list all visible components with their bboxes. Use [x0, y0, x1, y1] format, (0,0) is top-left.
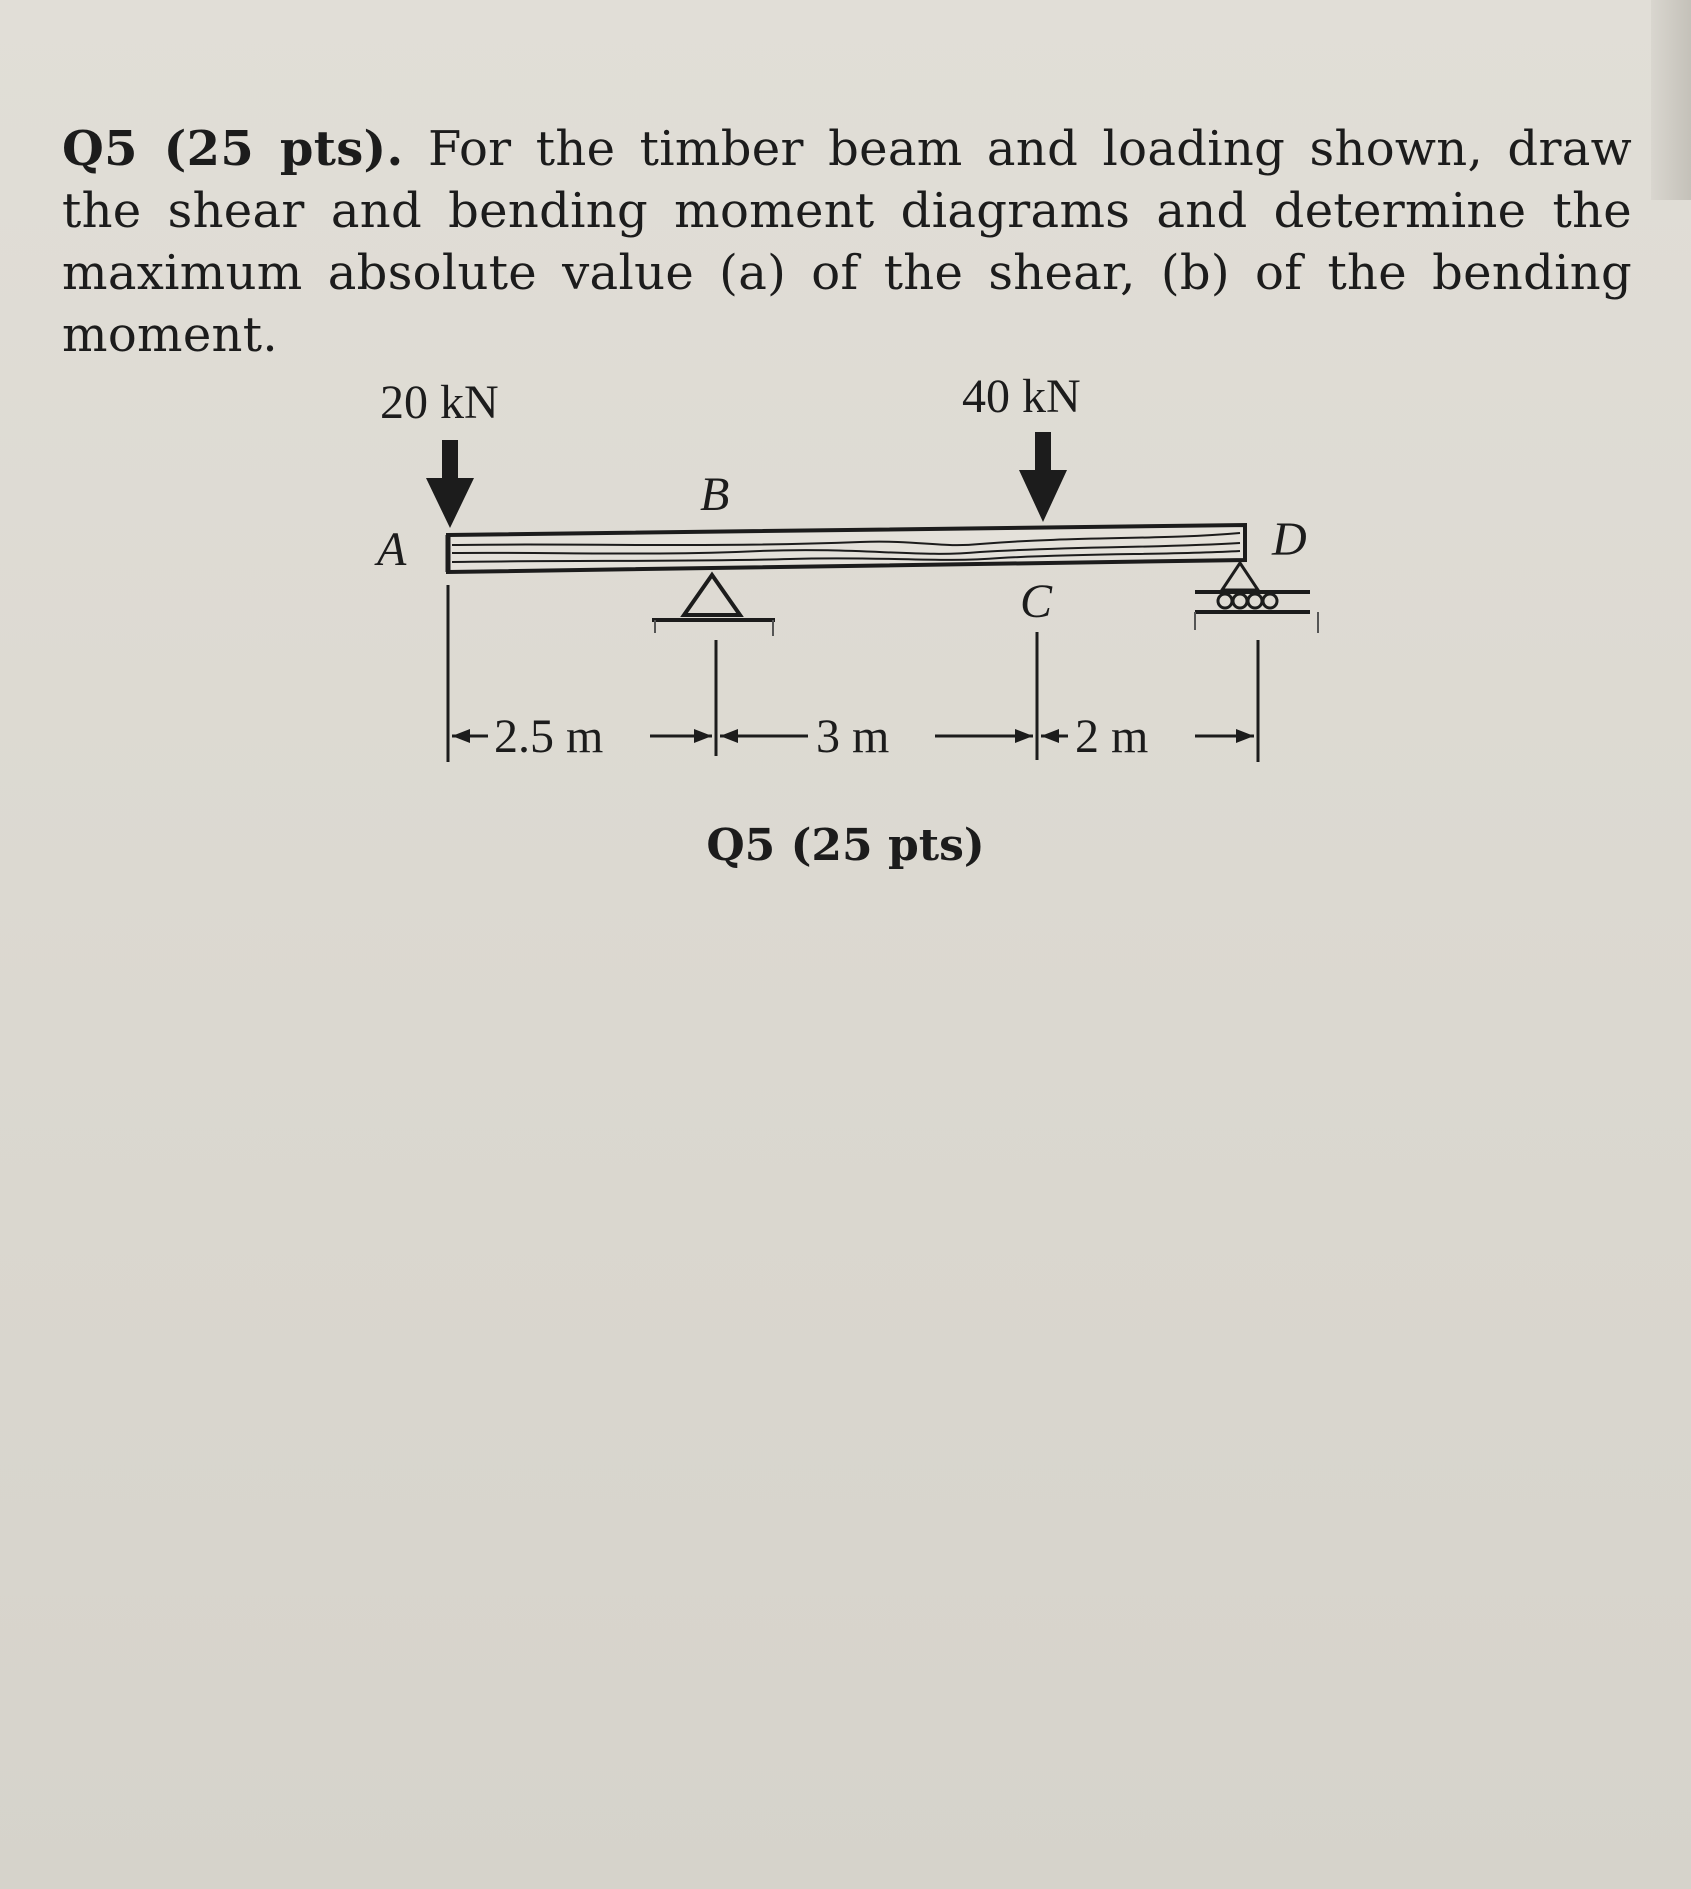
dimension-label-bc: 3 m: [816, 710, 889, 763]
pin-support-b: [652, 571, 775, 636]
dimension-arrows: [452, 729, 1254, 743]
load-label-c: 40 kN: [962, 370, 1081, 423]
question-text-block: Q5 (25 pts). For the timber beam and loa…: [62, 118, 1632, 366]
point-label-a: A: [374, 523, 407, 576]
question-number: Q5 (25 pts).: [62, 121, 404, 177]
point-label-b: B: [700, 468, 729, 521]
dimension-label-ab: 2.5 m: [494, 710, 603, 763]
question-body: For the timber beam and loading shown, d…: [62, 121, 1633, 363]
dimension-extension-lines: [446, 585, 1260, 762]
load-label-a: 20 kN: [380, 376, 499, 429]
figure-caption: Q5 (25 pts): [706, 820, 985, 871]
load-arrow-c: [1019, 432, 1067, 522]
dimension-label-cd: 2 m: [1075, 710, 1148, 763]
roller-support-d: [1194, 560, 1319, 633]
point-label-d: D: [1271, 513, 1307, 566]
load-arrow-a: [426, 440, 474, 528]
timber-beam: [445, 522, 1247, 575]
paper-corner-shadow: [1651, 0, 1691, 200]
point-label-c: C: [1020, 575, 1053, 628]
beam-figure: 20 kN 40 kN A B C D: [374, 370, 1319, 763]
